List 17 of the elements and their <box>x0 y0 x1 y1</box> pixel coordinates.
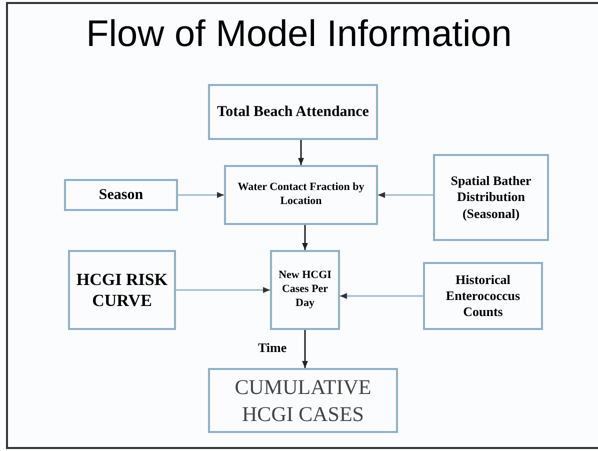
process-box: Historical Enterococcus Counts <box>423 262 543 330</box>
process-box: Season <box>64 179 178 211</box>
process-box: New HCGI Cases Per Day <box>270 250 340 330</box>
arrow <box>302 225 308 250</box>
process-box: CUMULATIVE HCGI CASES <box>208 368 398 433</box>
arrow <box>340 293 423 299</box>
arrow <box>178 192 224 198</box>
process-box: Total Beach Attendance <box>208 84 378 140</box>
arrow <box>302 330 308 368</box>
arrow <box>298 140 304 165</box>
diagram-title: Flow of Model Information <box>85 12 513 56</box>
arrow <box>378 192 433 198</box>
process-box: HCGI RISK CURVE <box>68 250 176 330</box>
process-box: Spatial Bather Distribution (Seasonal) <box>433 154 549 241</box>
process-box: Water Contact Fraction by Location <box>224 165 378 225</box>
edge-label: Time <box>257 340 288 355</box>
arrow <box>176 287 270 293</box>
